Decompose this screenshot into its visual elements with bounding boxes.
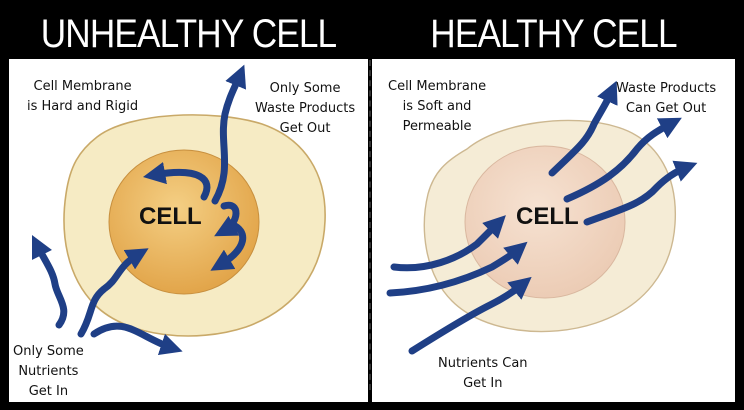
unhealthy-nutrient-entry-arrow: [77, 248, 149, 338]
healthy-membrane-label-line1: Cell Membrane: [388, 79, 487, 94]
unhealthy-nutrients-label-line2: Nutrients: [18, 364, 79, 379]
unhealthy-waste-blocked-arrow-1: [142, 162, 211, 201]
healthy-cell-panel: HEALTHY CELL: [372, 9, 735, 402]
unhealthy-nutrient-blocked-arrow-1: [31, 234, 68, 329]
unhealthy-waste-exit-arrow: [211, 64, 247, 205]
healthy-nutrients-label: Nutrients Can Get In: [438, 354, 528, 394]
healthy-title: HEALTHY CELL: [430, 12, 677, 56]
healthy-waste-arrow-3: [583, 160, 698, 226]
unhealthy-waste-label: Only Some Waste Products Get Out: [255, 79, 355, 139]
healthy-nutrients-label-line2: Get In: [463, 376, 503, 391]
unhealthy-waste-label-line1: Only Some: [269, 81, 341, 96]
unhealthy-nutrients-label-line3: Get In: [28, 384, 69, 399]
healthy-waste-arrow-2: [563, 117, 682, 203]
unhealthy-title-bar: UNHEALTHY CELL: [9, 9, 368, 59]
unhealthy-cell-illustration: [31, 64, 326, 356]
unhealthy-cell-panel: UNHEALTHY CELL: [9, 9, 368, 402]
healthy-membrane-label: Cell Membrane is Soft and Permeable: [388, 77, 486, 137]
healthy-waste-label-line1: Waste Products: [616, 81, 717, 96]
healthy-waste-label-line2: Can Get Out: [625, 101, 707, 116]
unhealthy-nutrients-label-line1: Only Some: [13, 344, 84, 359]
panel-divider: [369, 60, 371, 390]
healthy-membrane-label-line2: is Soft and: [402, 99, 472, 114]
unhealthy-waste-label-line3: Get Out: [279, 121, 331, 136]
healthy-cell-label: CELL: [516, 203, 579, 230]
unhealthy-membrane-label: Cell Membrane is Hard and Rigid: [27, 77, 138, 117]
unhealthy-nutrient-blocked-arrow-2: [90, 322, 183, 356]
healthy-cell-illustration: [386, 80, 698, 355]
healthy-title-bar: HEALTHY CELL: [372, 9, 735, 59]
unhealthy-waste-blocked-arrow-3: [210, 220, 247, 271]
healthy-nutrient-arrow-1: [390, 215, 506, 272]
unhealthy-nutrients-label: Only Some Nutrients Get In: [13, 342, 84, 402]
healthy-nutrient-arrow-2: [386, 241, 528, 297]
unhealthy-cell-label: CELL: [139, 203, 202, 230]
healthy-waste-arrow-1: [548, 80, 618, 177]
unhealthy-membrane-label-line2: is Hard and Rigid: [27, 99, 139, 114]
healthy-waste-label: Waste Products Can Get Out: [616, 79, 716, 119]
unhealthy-waste-blocked-arrow-2: [214, 201, 240, 237]
unhealthy-title: UNHEALTHY CELL: [40, 12, 337, 56]
healthy-nutrient-arrow-3: [408, 276, 532, 355]
unhealthy-waste-label-line2: Waste Products: [255, 101, 356, 116]
unhealthy-membrane-label-line1: Cell Membrane: [33, 79, 132, 94]
healthy-nutrients-label-line1: Nutrients Can: [438, 356, 528, 371]
healthy-membrane-label-line3: Permeable: [402, 119, 472, 134]
